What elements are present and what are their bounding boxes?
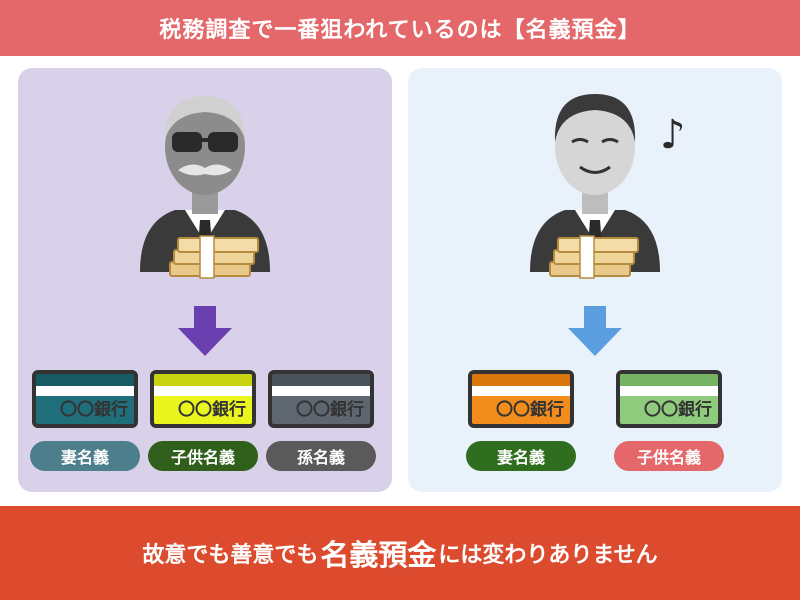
- header-banner: 税務調査で一番狙われているのは【名義預金】: [0, 0, 800, 56]
- smiling-man-icon: [530, 94, 660, 279]
- bank-name: 〇〇銀行: [178, 400, 246, 420]
- bank-name: 〇〇銀行: [296, 400, 364, 420]
- footer-banner: 故意でも善意でも 名義預金 には変わりありません: [0, 506, 800, 600]
- bank-card-child: 〇〇銀行: [616, 370, 722, 428]
- header-title: 税務調査で一番狙われているのは【名義預金】: [159, 18, 641, 43]
- bank-name: 〇〇銀行: [60, 400, 128, 420]
- bank-card-child: 〇〇銀行: [150, 370, 256, 428]
- label-child-name: 子供名義: [148, 441, 258, 471]
- footer-suffix: には変わりありません: [438, 543, 658, 568]
- down-arrow-icon: [568, 306, 622, 356]
- down-arrow-icon: [178, 306, 232, 356]
- bank-name: 〇〇銀行: [496, 400, 564, 420]
- bank-card-wife: 〇〇銀行: [32, 370, 138, 428]
- bank-card-grandchild: 〇〇銀行: [268, 370, 374, 428]
- label-grandchild-name: 孫名義: [266, 441, 376, 471]
- bank-card-wife: 〇〇銀行: [468, 370, 574, 428]
- footer-emphasis: 名義預金: [320, 538, 437, 572]
- bank-name: 〇〇銀行: [644, 400, 712, 420]
- label-wife-name: 妻名義: [466, 441, 576, 471]
- footer-prefix: 故意でも善意でも: [142, 543, 319, 568]
- suspicious-man-icon: [140, 96, 270, 279]
- music-note-icon: ♪: [660, 112, 686, 158]
- label-child-name: 子供名義: [614, 441, 724, 471]
- label-wife-name: 妻名義: [30, 441, 140, 471]
